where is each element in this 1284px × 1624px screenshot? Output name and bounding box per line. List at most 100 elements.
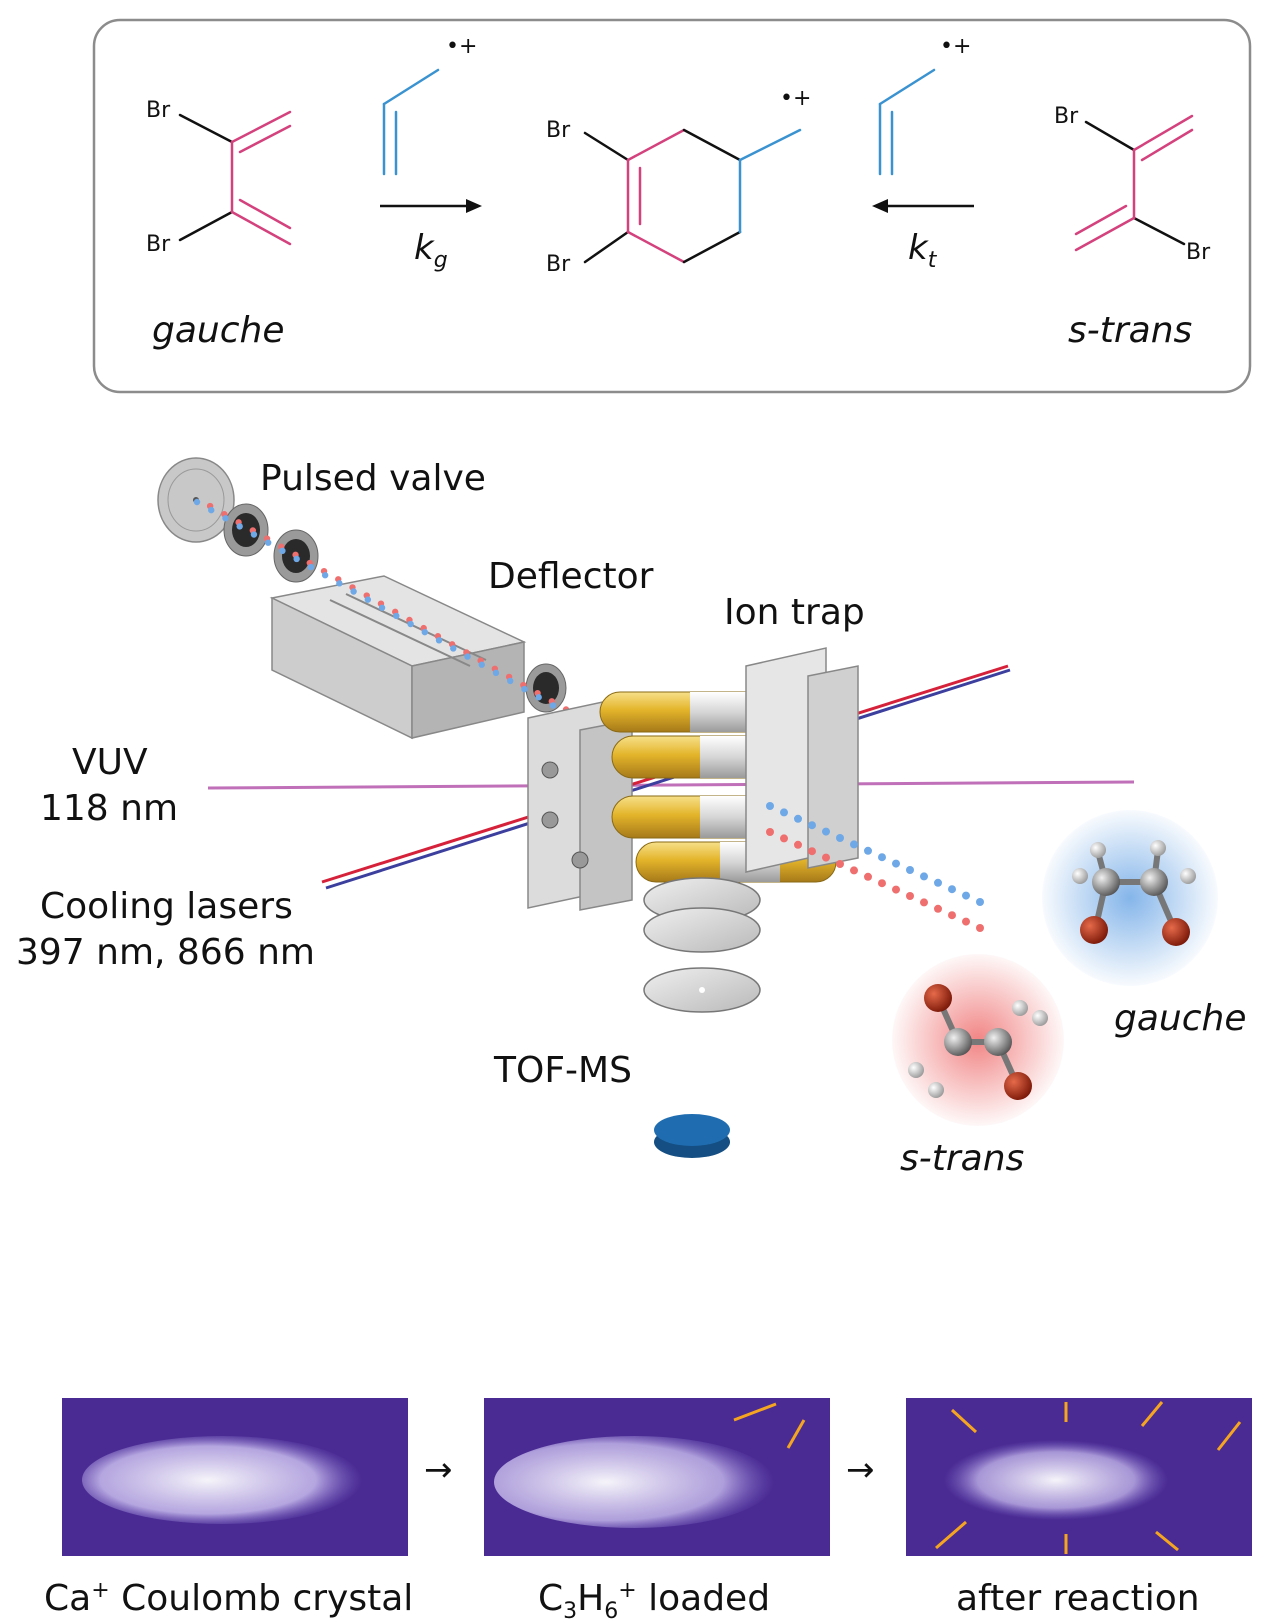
stream-molecule [948, 885, 956, 894]
label-vuv: VUV [72, 742, 148, 783]
stream-molecule [780, 834, 788, 843]
br-label-trans-top: Br [1054, 104, 1079, 129]
stream-molecule [794, 840, 802, 849]
beam-molecule [364, 596, 372, 603]
conformer-label-gauche: gauche [152, 310, 285, 351]
label-deflector: Deflector [488, 556, 654, 597]
label-pulsed-valve: Pulsed valve [260, 458, 486, 499]
s-trans-diene-structure [1074, 114, 1194, 252]
radical-cation-product: •+ [780, 86, 812, 111]
beam-molecule [507, 677, 514, 685]
stream-molecule [920, 898, 928, 907]
apparatus-illustration [157, 457, 1218, 1158]
deflector [269, 575, 527, 740]
label-gauche-model: gauche [1114, 998, 1247, 1039]
stream-molecule [976, 898, 984, 906]
ion-streams [766, 802, 984, 932]
beam-molecule [535, 694, 542, 701]
beam-molecule [478, 661, 485, 668]
stream-molecule [906, 866, 914, 874]
beam-molecule [450, 645, 457, 652]
label-tof-ms: TOF-MS [494, 1050, 632, 1091]
beam-molecule [208, 506, 215, 514]
gauche-molecule-model [1042, 810, 1218, 986]
stream-molecule [836, 834, 844, 842]
beam-molecule [350, 588, 357, 595]
label-cooling-lasers: Cooling lasers [40, 886, 293, 927]
stream-molecule [822, 827, 830, 836]
stream-molecule [850, 840, 858, 849]
stream-molecule [920, 872, 928, 881]
br-label-gauche-top: Br [146, 98, 171, 123]
ion-trap [527, 647, 859, 911]
stream-molecule [822, 853, 830, 862]
stream-molecule [780, 808, 788, 817]
label-vuv-wavelength: 118 nm [40, 788, 179, 829]
beam-molecule [435, 637, 443, 644]
stream-molecule [836, 860, 844, 868]
arrow-kg [380, 199, 482, 213]
stream-molecule [962, 891, 970, 900]
radical-cation-left: •+ [446, 34, 478, 59]
beam-molecule [378, 604, 386, 611]
beam-molecule [492, 669, 500, 677]
beam-molecule [393, 612, 400, 620]
propene-cation-left [382, 68, 440, 176]
beam-molecule [321, 572, 329, 579]
stream-molecule [892, 859, 900, 868]
mcp-detector [654, 1114, 730, 1158]
stream-molecule [906, 892, 914, 900]
propene-cation-right [878, 68, 936, 176]
caption-c3h6-loaded: C3H6+ loaded [538, 1578, 771, 1624]
gauche-diene-structure [178, 110, 292, 246]
beam-molecule [193, 498, 201, 506]
beam-molecule [464, 653, 471, 660]
label-ion-trap: Ion trap [724, 592, 865, 633]
rate-constant-kg: kg [414, 228, 448, 273]
beam-molecule [293, 555, 300, 563]
stream-molecule [864, 846, 872, 855]
caption-ca-crystal: Ca+ Coulomb crystal [44, 1578, 414, 1619]
br-label-product-top: Br [546, 118, 571, 143]
stream-molecule [878, 853, 886, 862]
product-cyclohexene [583, 128, 802, 264]
stream-molecule [766, 802, 774, 810]
conformer-label-s-trans: s-trans [1068, 310, 1193, 351]
skimmer-1 [223, 503, 269, 557]
br-label-gauche-bottom: Br [146, 232, 171, 257]
s-trans-molecule-model [892, 954, 1064, 1126]
radical-cation-right: •+ [940, 34, 972, 59]
stream-molecule [892, 885, 900, 894]
arrow-kt [872, 199, 974, 213]
arrow-panel-2-3: → [846, 1450, 875, 1490]
beam-molecule [421, 628, 428, 636]
br-label-trans-bottom: Br [1186, 240, 1211, 265]
stream-molecule [934, 878, 942, 887]
caption-after-reaction: after reaction [956, 1578, 1200, 1619]
crystal-panel-loaded [484, 1398, 830, 1556]
beam-molecule [279, 547, 286, 555]
stream-molecule [808, 847, 816, 856]
beam-molecule [236, 523, 243, 530]
tof-ms-electrodes [643, 877, 761, 1013]
stream-molecule [864, 872, 872, 881]
beam-molecule [307, 563, 315, 571]
stream-molecule [794, 814, 802, 823]
beam-molecule [336, 580, 343, 587]
stream-molecule [878, 879, 886, 888]
stream-molecule [976, 924, 984, 932]
arrow-panel-1-2: → [424, 1450, 453, 1490]
crystal-panel-after [906, 1398, 1252, 1556]
stream-molecule [808, 821, 816, 830]
beam-molecule [264, 539, 272, 546]
stream-molecule [766, 828, 774, 836]
beam-molecule [549, 702, 557, 709]
deflector-aperture [525, 663, 567, 713]
stream-molecule [962, 917, 970, 926]
crystal-panel-ca [62, 1398, 408, 1556]
br-label-product-bottom: Br [546, 252, 571, 277]
stream-molecule [948, 911, 956, 920]
molecular-beam [193, 498, 627, 746]
stream-molecule [934, 904, 942, 913]
label-s-trans-model: s-trans [900, 1138, 1025, 1179]
